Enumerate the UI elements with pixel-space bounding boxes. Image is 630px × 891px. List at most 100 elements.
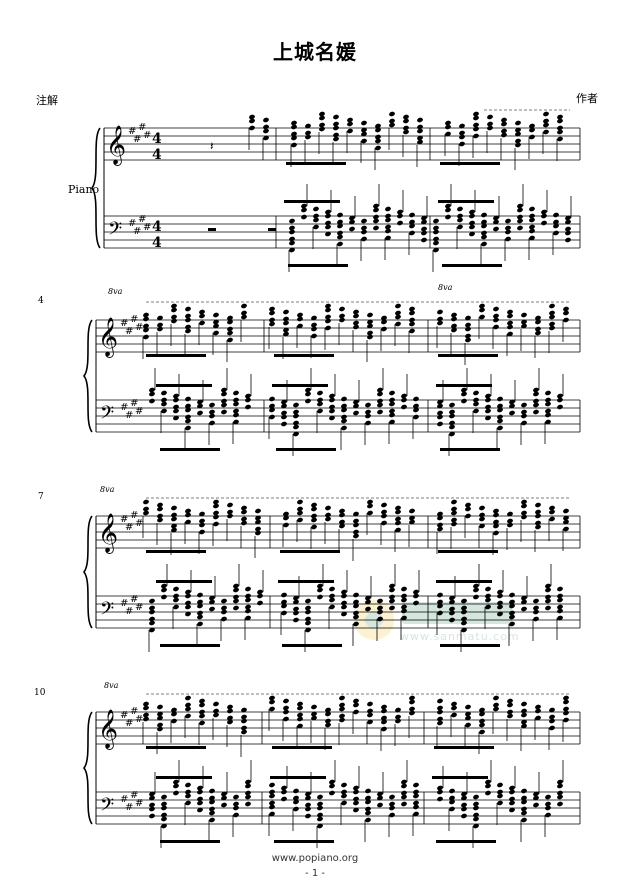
sharp-icon: #	[138, 122, 146, 133]
note-head	[269, 800, 275, 806]
note-head	[449, 420, 455, 426]
note-head	[401, 790, 407, 796]
note-head	[283, 698, 289, 704]
note-head	[149, 609, 155, 615]
note-head	[485, 586, 491, 592]
note-head	[143, 705, 149, 711]
note-head	[149, 616, 155, 622]
note-head	[305, 795, 311, 801]
note-head	[535, 315, 541, 321]
note-head	[437, 705, 443, 711]
note-head	[227, 719, 233, 725]
note-head	[517, 218, 523, 224]
note-head	[341, 425, 347, 431]
note-head	[305, 598, 311, 604]
note-head	[311, 524, 317, 530]
note-head	[227, 337, 233, 343]
note-head	[367, 712, 373, 718]
note-head	[311, 333, 317, 339]
beam	[146, 354, 206, 357]
note-head	[449, 610, 455, 616]
sharp-icon: #	[135, 406, 143, 417]
note-head	[473, 794, 479, 800]
note-head	[305, 398, 311, 404]
note-head	[347, 117, 353, 123]
note-head	[233, 812, 239, 818]
note-head	[557, 615, 563, 621]
note-head	[533, 402, 539, 408]
note-head	[233, 801, 239, 807]
note-head	[329, 397, 335, 403]
note-head	[433, 218, 439, 224]
note-head	[413, 811, 419, 817]
note-head	[349, 215, 355, 221]
note-head	[521, 323, 527, 329]
note-head	[521, 810, 527, 816]
note-head	[341, 414, 347, 420]
treble-clef-icon: 𝄞	[98, 709, 118, 750]
note-head	[173, 408, 179, 414]
sharp-icon: #	[130, 314, 138, 325]
note-head	[449, 795, 455, 801]
note-head	[227, 315, 233, 321]
note-head	[479, 729, 485, 735]
note-head	[171, 527, 177, 533]
note-head	[521, 409, 527, 415]
note-head	[281, 599, 287, 605]
note-head	[143, 316, 149, 322]
note-head	[521, 712, 527, 718]
note-head	[493, 519, 499, 525]
note-head	[473, 397, 479, 403]
note-head	[365, 420, 371, 426]
note-head	[509, 599, 515, 605]
note-head	[461, 598, 467, 604]
note-head	[373, 218, 379, 224]
note-head	[213, 323, 219, 329]
note-head	[157, 517, 163, 523]
note-head	[377, 598, 383, 604]
note-head	[149, 398, 155, 404]
note-head	[329, 597, 335, 603]
note-head	[305, 123, 311, 129]
note-head	[329, 779, 335, 785]
note-head	[185, 789, 191, 795]
note-head	[173, 597, 179, 603]
note-head	[493, 215, 499, 221]
note-head	[451, 327, 457, 333]
note-head	[479, 516, 485, 522]
note-head	[353, 529, 359, 535]
note-head	[213, 514, 219, 520]
note-head	[361, 120, 367, 126]
note-head	[257, 589, 263, 595]
beam	[288, 264, 348, 267]
note-head	[375, 127, 381, 133]
note-head	[171, 718, 177, 724]
note-head	[395, 714, 401, 720]
note-head	[289, 218, 295, 224]
note-head	[557, 125, 563, 131]
note-head	[197, 800, 203, 806]
note-head	[449, 413, 455, 419]
note-head	[311, 711, 317, 717]
note-head	[401, 794, 407, 800]
note-head	[171, 314, 177, 320]
note-head	[349, 219, 355, 225]
note-head	[385, 206, 391, 212]
note-head	[487, 125, 493, 131]
note-head	[437, 309, 443, 315]
note-head	[373, 203, 379, 209]
beam	[440, 448, 500, 451]
note-head	[173, 783, 179, 789]
note-head	[313, 224, 319, 230]
sharp-icon: #	[143, 130, 151, 141]
note-head	[283, 320, 289, 326]
note-head	[545, 794, 551, 800]
note-head	[373, 214, 379, 220]
note-head	[397, 220, 403, 226]
note-head	[549, 707, 555, 713]
note-head	[433, 240, 439, 246]
note-head	[329, 593, 335, 599]
note-head	[297, 323, 303, 329]
note-head	[493, 306, 499, 312]
note-head	[339, 717, 345, 723]
